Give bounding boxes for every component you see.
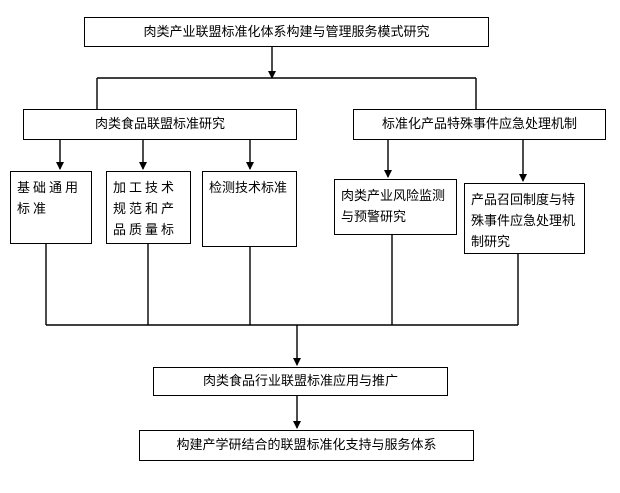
testing-technology-standard-box: 检测技术标准 [202,171,297,247]
application-promotion-box: 肉类食品行业联盟标准应用与推广 [153,367,448,396]
emergency-mechanism-label: 标准化产品特殊事件应急处理机制 [381,117,577,132]
top-research-label: 肉类产业联盟标准化体系构建与管理服务模式研究 [143,24,430,40]
food-alliance-standard-label: 肉类食品联盟标准研究 [94,117,225,132]
application-promotion-label: 肉类食品行业联盟标准应用与推广 [202,374,398,389]
testing-technology-standard-label: 检测技术标准 [209,181,288,196]
emergency-mechanism-box: 标准化产品特殊事件应急处理机制 [353,109,606,140]
support-service-system-box: 构建产学研结合的联盟标准化支持与服务体系 [139,430,474,461]
food-alliance-standard-box: 肉类食品联盟标准研究 [23,109,297,140]
processing-quality-standard-label: 加工技术规范和产品质量标 [113,181,178,238]
risk-monitoring-label: 肉类产业风险监测与预警研究 [341,189,446,225]
processing-quality-standard-box: 加工技术规范和产品质量标 [106,171,191,244]
basic-general-standard-box: 基础通用标准 [10,171,92,244]
top-research-box: 肉类产业联盟标准化体系构建与管理服务模式研究 [84,17,489,47]
product-recall-box: 产品召回制度与特殊事件应急处理机制研究 [464,183,585,254]
risk-monitoring-box: 肉类产业风险监测与预警研究 [334,179,457,235]
product-recall-label: 产品召回制度与特殊事件应急处理机制研究 [471,193,576,250]
basic-general-standard-label: 基础通用标准 [17,181,82,217]
support-service-system-label: 构建产学研结合的联盟标准化支持与服务体系 [176,438,437,453]
